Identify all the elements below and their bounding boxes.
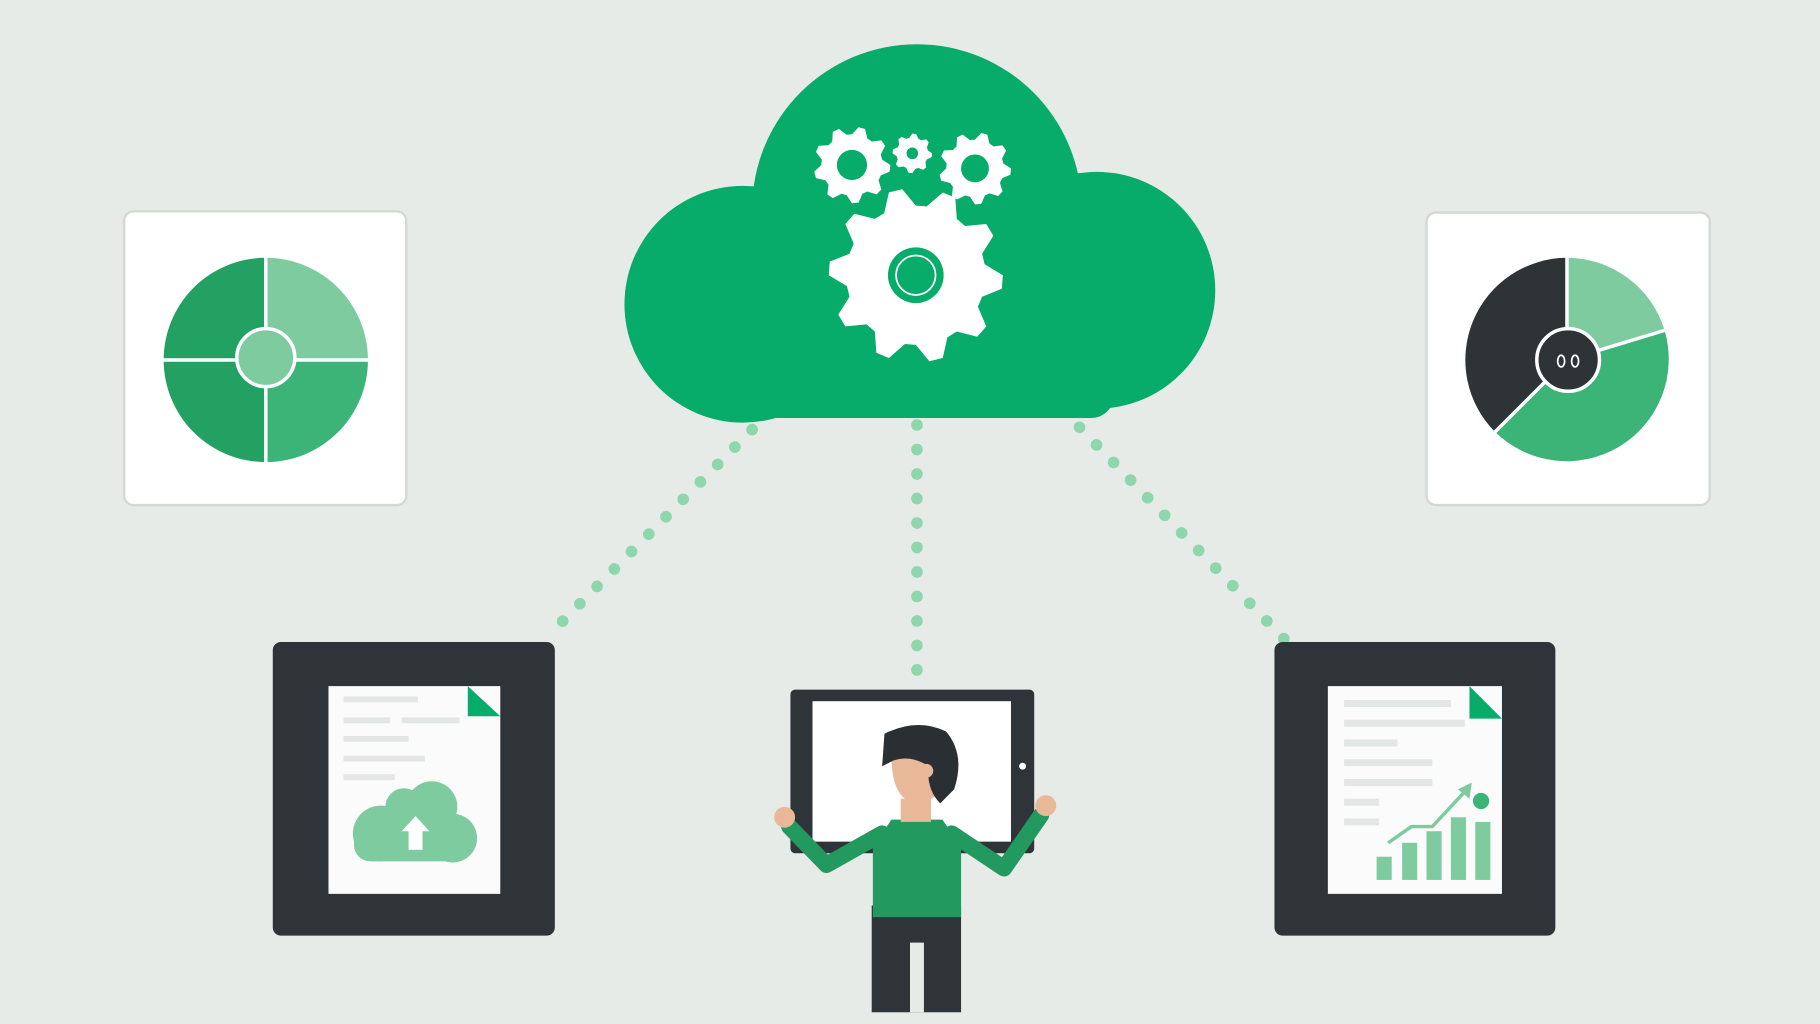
pie-chart-card	[1425, 211, 1711, 507]
growth-chart-document-icon	[1274, 642, 1556, 936]
cloud-gears-icon	[624, 44, 1216, 423]
connector-right	[1073, 421, 1292, 647]
person-with-tablet-icon	[774, 689, 1057, 1013]
quadrant-pie-card	[123, 210, 408, 507]
cloud-upload-document-icon	[272, 642, 555, 936]
gear-icon-right-hole	[961, 154, 989, 183]
gear-icon-left-hole	[836, 149, 868, 181]
gear-icon-large-ring	[895, 254, 937, 296]
center-dots	[1556, 354, 1580, 368]
gear-icon-small-hole	[906, 147, 919, 160]
connector-left	[539, 423, 758, 645]
connectors	[539, 419, 1292, 691]
